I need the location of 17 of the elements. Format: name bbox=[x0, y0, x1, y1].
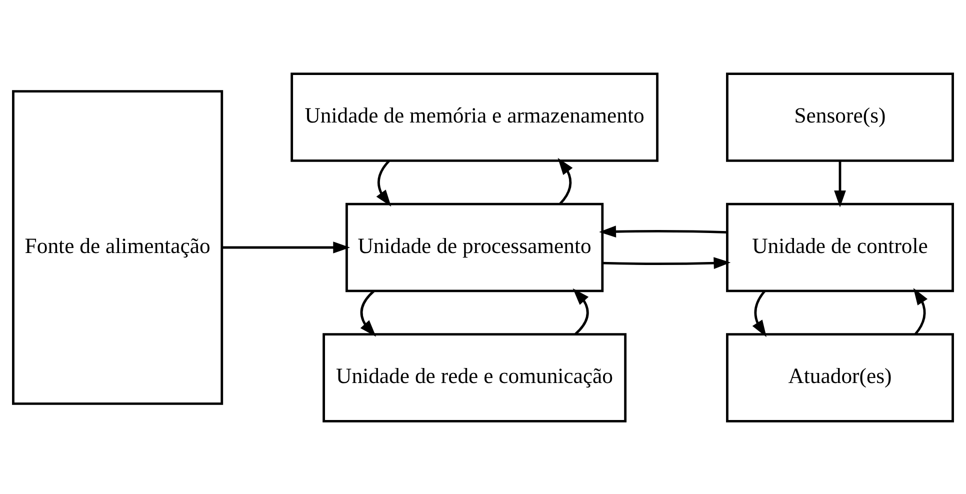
node-box: Sensore(s) bbox=[726, 72, 954, 162]
node-box: Fonte de alimentação bbox=[12, 90, 224, 404]
arrow bbox=[558, 157, 573, 204]
arrow bbox=[752, 290, 767, 337]
arrow bbox=[913, 288, 928, 334]
node-box: Unidade de controle bbox=[726, 202, 954, 292]
arrow bbox=[360, 290, 376, 336]
node-box: Unidade de processamento bbox=[346, 202, 604, 292]
arrow bbox=[599, 225, 728, 237]
node-box: Unidade de rede e comunicação bbox=[322, 332, 627, 422]
node-box: Unidade de memória e armazenamento bbox=[290, 72, 658, 162]
arrow bbox=[572, 288, 589, 334]
node-box: Atuador(es) bbox=[726, 332, 954, 422]
arrow bbox=[222, 241, 350, 253]
arrow bbox=[376, 160, 392, 206]
arrow bbox=[602, 256, 731, 268]
arrow bbox=[834, 160, 846, 207]
